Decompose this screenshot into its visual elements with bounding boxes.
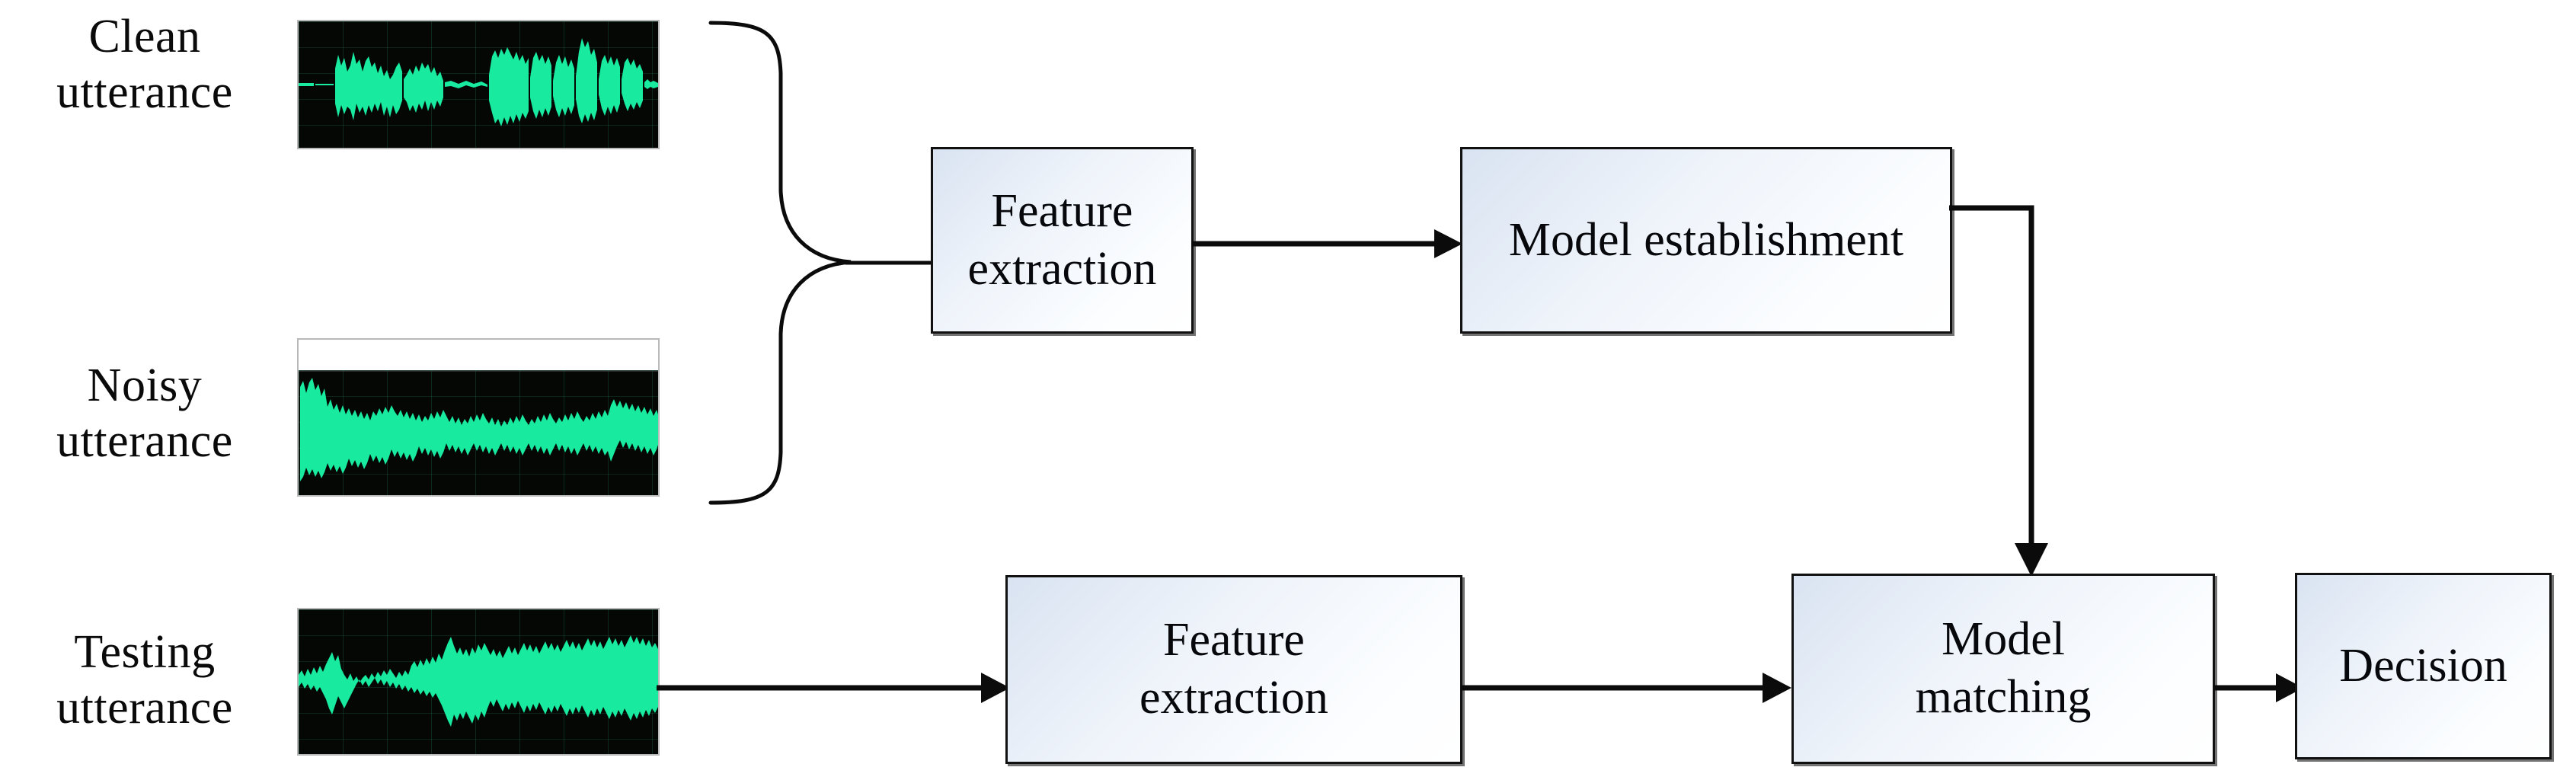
noisy-waveform-top-band: [299, 340, 658, 372]
box-feature-extraction-train[interactable]: Feature extraction: [931, 147, 1194, 334]
box-feature-extraction-test[interactable]: Feature extraction: [1005, 575, 1462, 764]
box-decision-label: Decision: [2339, 639, 2507, 692]
testing-utterance-waveform: [299, 609, 658, 754]
box-feature-extraction-test-label: Feature extraction: [1139, 614, 1328, 724]
clean-waveform-trace: [299, 38, 658, 126]
arrow-testing-utterance-to-feature-extraction: [657, 673, 1010, 703]
noisy-waveform-trace: [300, 378, 658, 481]
label-noisy-utterance: Noisy utterance: [56, 360, 233, 468]
label-clean-utterance: Clean utterance: [56, 11, 233, 119]
arrow-model-establishment-to-model-matching: [1949, 205, 2048, 577]
box-model-matching-label: Model matching: [1915, 613, 2092, 723]
noisy-utterance-waveform: [299, 340, 658, 495]
brace-tip-connector: [845, 261, 931, 265]
arrow-feature-extraction-to-model-matching: [1461, 673, 1791, 703]
testing-waveform-trace: [299, 635, 658, 727]
label-testing-utterance: Testing utterance: [56, 626, 233, 734]
arrow-model-matching-to-decision: [2213, 673, 2303, 702]
clean-utterance-waveform: [299, 21, 658, 148]
box-model-establishment-label: Model establishment: [1508, 213, 1904, 266]
box-model-establishment[interactable]: Model establishment: [1460, 147, 1952, 334]
box-model-matching[interactable]: Model matching: [1791, 574, 2215, 764]
box-decision[interactable]: Decision: [2295, 573, 2552, 759]
arrow-feature-extraction-to-model-establishment: [1192, 229, 1462, 258]
box-feature-extraction-train-label: Feature extraction: [967, 184, 1157, 295]
